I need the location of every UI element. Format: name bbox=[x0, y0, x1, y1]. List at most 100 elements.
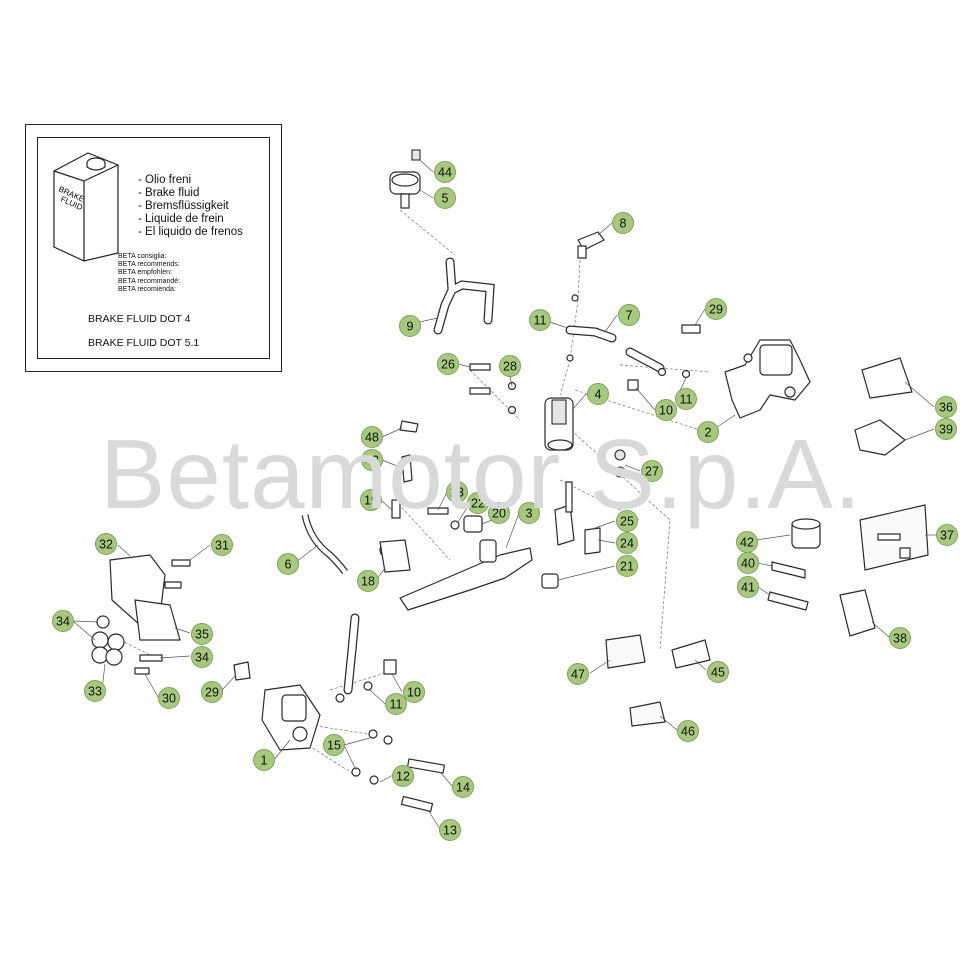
part-callout-32: 32 bbox=[95, 533, 117, 555]
callout-circle bbox=[361, 449, 383, 471]
callout-circle bbox=[616, 510, 638, 532]
callout-number: 44 bbox=[438, 166, 452, 180]
part-callout-11: 11 bbox=[385, 693, 407, 715]
kit-parts bbox=[605, 634, 711, 727]
callout-circle bbox=[529, 309, 551, 331]
fluid-name-french: - Liquide de frein bbox=[138, 213, 224, 225]
callout-number: 33 bbox=[88, 685, 102, 699]
part-callout-18: 18 bbox=[357, 570, 379, 592]
callout-circle bbox=[499, 355, 521, 377]
callout-circle bbox=[737, 576, 759, 598]
callout-number: 13 bbox=[443, 824, 457, 838]
callout-number: 1 bbox=[261, 754, 268, 768]
part-callout-42: 42 bbox=[736, 531, 758, 553]
part-callout-5: 5 bbox=[434, 187, 456, 209]
part-callout-1: 1 bbox=[253, 749, 275, 771]
brake-fluid-dot51: BRAKE FLUID DOT 5.1 bbox=[88, 337, 200, 349]
callout-circle bbox=[488, 502, 510, 524]
callout-number: 35 bbox=[195, 628, 209, 642]
part-callout-28: 28 bbox=[499, 355, 521, 377]
callout-number: 11 bbox=[534, 314, 547, 328]
callout-number: 11 bbox=[390, 698, 403, 712]
callout-number: 5 bbox=[442, 192, 449, 206]
part-callout-10: 10 bbox=[403, 681, 425, 703]
callout-number: 10 bbox=[659, 404, 673, 418]
callout-circle bbox=[655, 399, 677, 421]
callout-circle bbox=[935, 418, 957, 440]
callout-number: 45 bbox=[711, 666, 725, 680]
part-callout-26: 26 bbox=[437, 353, 459, 375]
callout-circle bbox=[211, 534, 233, 556]
part-callout-40: 40 bbox=[737, 552, 759, 574]
callout-number: 8 bbox=[620, 217, 627, 231]
recommend-italian: BETA consiglia: bbox=[118, 253, 167, 260]
part-callout-24: 24 bbox=[616, 532, 638, 554]
part-callout-10: 10 bbox=[655, 399, 677, 421]
callout-circle bbox=[618, 304, 640, 326]
callout-number: 7 bbox=[626, 309, 633, 323]
brake-hose-part bbox=[565, 325, 665, 373]
part-callout-15: 15 bbox=[323, 734, 345, 756]
callout-circle bbox=[518, 502, 540, 524]
part-callout-20: 20 bbox=[488, 502, 510, 524]
return-spring-part bbox=[301, 514, 348, 575]
callout-number: 2 bbox=[705, 426, 712, 440]
callout-circle bbox=[84, 680, 106, 702]
fluid-name-german: - Bremsflüssigkeit bbox=[138, 200, 229, 212]
callout-number: 34 bbox=[56, 615, 70, 629]
callout-circle bbox=[641, 460, 663, 482]
callout-circle bbox=[467, 492, 489, 514]
part-callout-22: 22 bbox=[467, 492, 489, 514]
callout-number: 20 bbox=[492, 507, 506, 521]
callout-circle bbox=[705, 298, 727, 320]
callout-number: 46 bbox=[681, 725, 695, 739]
front-brake-hose bbox=[335, 613, 397, 703]
callout-number: 23 bbox=[450, 486, 464, 500]
callout-circle bbox=[357, 570, 379, 592]
part-callout-2: 2 bbox=[697, 421, 719, 443]
callout-number: 41 bbox=[741, 581, 755, 595]
small-fittings bbox=[379, 294, 701, 573]
brake-fluid-can-icon: BRAKE FLUID bbox=[53, 152, 119, 262]
part-callout-36: 36 bbox=[935, 396, 957, 418]
part-callout-43: 43 bbox=[361, 449, 383, 471]
front-bolts bbox=[351, 729, 446, 813]
callout-circle bbox=[935, 396, 957, 418]
callout-number: 48 bbox=[365, 431, 379, 445]
callout-number: 15 bbox=[327, 739, 341, 753]
callout-number: 21 bbox=[620, 560, 634, 574]
callout-number: 19 bbox=[364, 494, 378, 508]
callout-number: 4 bbox=[595, 388, 602, 402]
callout-circle bbox=[446, 481, 468, 503]
callout-circle bbox=[253, 749, 275, 771]
callout-circle bbox=[434, 161, 456, 183]
part-callout-46: 46 bbox=[677, 720, 699, 742]
callout-circle bbox=[323, 734, 345, 756]
recommend-spanish: BETA recomienda: bbox=[118, 285, 176, 293]
callout-number: 10 bbox=[407, 686, 421, 700]
part-callout-3: 3 bbox=[518, 502, 540, 524]
callout-number: 42 bbox=[740, 536, 754, 550]
part-callout-11: 11 bbox=[675, 388, 697, 410]
callout-number: 43 bbox=[365, 454, 379, 468]
callout-number: 34 bbox=[195, 651, 209, 665]
callout-circle bbox=[612, 212, 634, 234]
reservoir-part bbox=[389, 149, 421, 209]
callout-circle bbox=[277, 553, 299, 575]
fluid-name-list: - Olio freni - Brake fluid - Bremsflüssi… bbox=[138, 174, 243, 239]
recommendation-lines: BETA consiglia: BETA recommends: BETA em… bbox=[118, 253, 180, 294]
fluid-name-english: - Brake fluid bbox=[138, 187, 200, 199]
callout-number: 28 bbox=[503, 360, 517, 374]
part-callout-13: 13 bbox=[439, 819, 461, 841]
part-callout-34: 34 bbox=[191, 646, 213, 668]
callout-number: 32 bbox=[99, 538, 113, 552]
part-callout-41: 41 bbox=[737, 576, 759, 598]
part-callout-37: 37 bbox=[936, 524, 958, 546]
callout-number: 31 bbox=[215, 539, 229, 553]
part-callout-34: 34 bbox=[52, 610, 74, 632]
callout-number: 6 bbox=[285, 558, 292, 572]
part-callout-21: 21 bbox=[616, 555, 638, 577]
part-callout-35: 35 bbox=[191, 623, 213, 645]
callout-circle bbox=[587, 383, 609, 405]
